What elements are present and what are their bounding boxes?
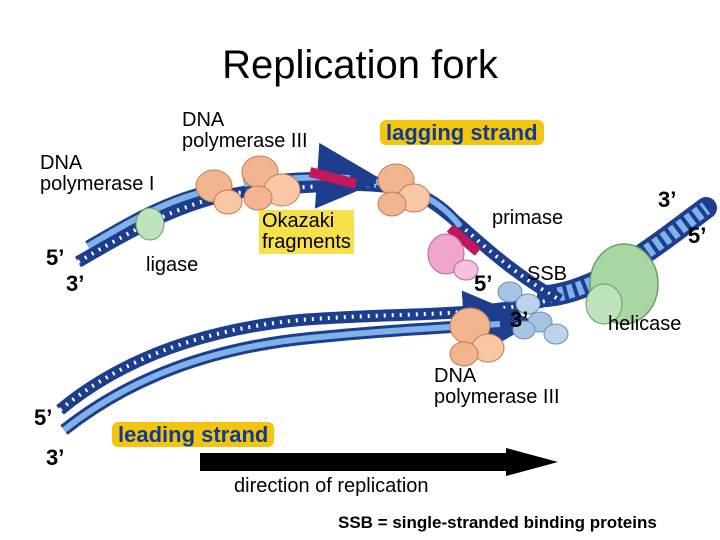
okazaki-fragments-label: Okazaki fragments [259, 210, 354, 254]
label-line-1: Okazaki [262, 210, 335, 232]
right-3-prime: 3’ [658, 187, 677, 212]
right-5-prime: 5’ [688, 223, 707, 248]
dna-polymerase-iii-near-okazaki [377, 163, 431, 217]
label-line-2: polymerase III [182, 130, 308, 152]
primase-protein [427, 233, 465, 275]
ssb-proteins [497, 281, 569, 345]
primase-label: primase [492, 207, 564, 229]
label-line-2: polymerase I [40, 173, 155, 195]
mid-3-prime: 3’ [510, 307, 529, 332]
lagging-strand-label: lagging strand [380, 120, 544, 146]
direction-of-replication-label: direction of replication [234, 475, 429, 497]
mid-5-prime: 5’ [474, 271, 493, 296]
dna-polymerase-iii-top-label: DNA polymerase III [182, 110, 308, 152]
dna-polymerase-i-label: DNA polymerase I [40, 153, 155, 195]
leading-new-strand [60, 290, 536, 435]
label-line-1: DNA [40, 152, 83, 174]
ligase-label: ligase [146, 254, 199, 276]
dna-polymerase-iii-lagging-protein [241, 155, 301, 211]
primase-protein-lobe [453, 259, 479, 281]
dna-polymerase-iii-leading-protein [449, 307, 505, 367]
label-line-1: DNA [182, 109, 225, 131]
label-line-2: fragments [262, 231, 351, 253]
helicase-protein-lobe [585, 283, 623, 325]
leading-strand-label: leading strand [112, 422, 275, 448]
top-left-3-prime: 3’ [66, 271, 85, 296]
ligase-protein [135, 207, 165, 241]
rna-primer-mid [446, 224, 482, 256]
rna-primer-top [308, 167, 358, 189]
direction-of-replication-arrow [200, 448, 558, 476]
label-line-1: DNA [434, 365, 477, 387]
bottom-left-5-prime: 5’ [34, 405, 53, 430]
bottom-left-3-prime: 3’ [46, 445, 65, 470]
ssb-label: SSB [527, 263, 568, 285]
dna-polymerase-iii-bottom-label: DNA polymerase III [434, 366, 560, 408]
page-title: Replication fork [222, 43, 498, 87]
label-line-2: polymerase III [434, 386, 560, 408]
dna-polymerase-i-protein [195, 169, 243, 215]
helicase-label: helicase [608, 313, 682, 335]
ssb-definition-label: SSB = single-stranded binding proteins [338, 513, 657, 532]
top-left-5-prime: 5’ [46, 245, 65, 270]
